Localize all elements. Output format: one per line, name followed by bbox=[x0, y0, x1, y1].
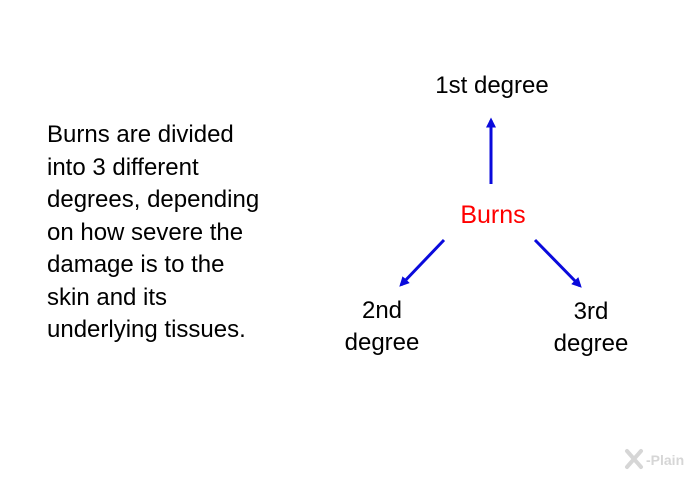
description-text: Burns are divided into 3 different degre… bbox=[47, 121, 260, 343]
second-degree-label: 2nd degree bbox=[344, 297, 420, 356]
xplain-watermark-text: -Plain bbox=[646, 452, 685, 468]
arrow-to-third-degree bbox=[533, 238, 582, 288]
arrow-to-second-degree bbox=[399, 238, 446, 287]
xplain-watermark: X -Plain bbox=[624, 446, 694, 474]
xplain-logo-icon: X bbox=[625, 449, 643, 469]
first-degree-label: 1st degree bbox=[435, 72, 549, 99]
third-degree-label: 3rd degree bbox=[553, 298, 629, 357]
burns-center-label: Burns bbox=[460, 201, 526, 229]
